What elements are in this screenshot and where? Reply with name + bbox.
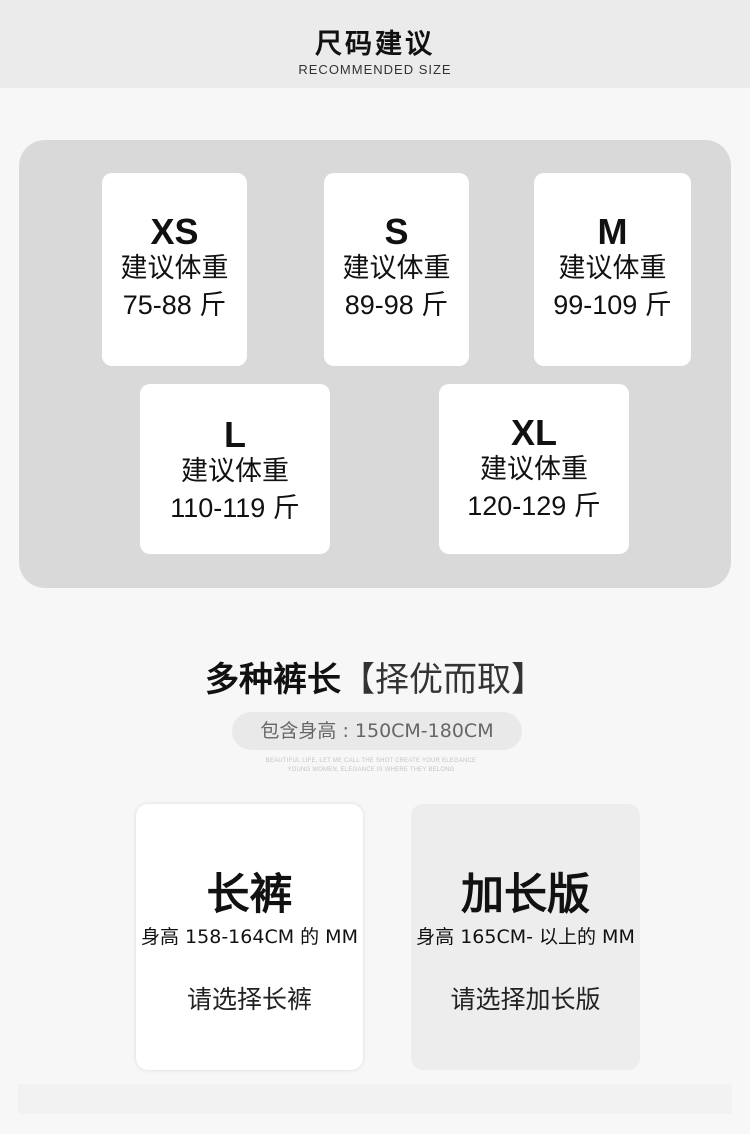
size-card-xl: XL 建议体重 120-129 斤 — [439, 384, 629, 554]
weight-label: 建议体重 — [120, 253, 229, 284]
select-long-pants-label[interactable]: 请选择长裤 — [186, 985, 312, 1014]
size-code: S — [384, 211, 409, 252]
weight-range: 99-109 斤 — [553, 290, 672, 320]
size-card-xs: XS 建议体重 75-88 斤 — [102, 173, 247, 366]
size-card-m: M 建议体重 99-109 斤 — [534, 173, 691, 366]
page-subtitle: RECOMMENDED SIZE — [298, 62, 452, 77]
size-card-l: L 建议体重 110-119 斤 — [140, 384, 330, 554]
size-card-s: S 建议体重 89-98 斤 — [324, 173, 469, 366]
weight-range: 89-98 斤 — [344, 290, 449, 320]
option-description: 身高 165CM- 以上的 MM — [416, 926, 635, 948]
header: 尺码建议 RECOMMENDED SIZE — [0, 0, 750, 88]
option-card-long-pants[interactable]: 长裤 身高 158-164CM 的 MM 请选择长裤 — [136, 804, 363, 1070]
option-description: 身高 158-164CM 的 MM — [141, 926, 358, 948]
option-title: 加长版 — [461, 870, 590, 920]
weight-label: 建议体重 — [181, 456, 289, 487]
size-code: L — [224, 414, 246, 455]
weight-label: 建议体重 — [480, 454, 588, 485]
weight-range: 75-88 斤 — [122, 290, 227, 320]
weight-label: 建议体重 — [342, 253, 451, 284]
footer-strip — [18, 1084, 732, 1114]
fine-print-line-2: YOUNG WOMEN, ELEGANCE IS WHERE THEY BELO… — [287, 767, 455, 773]
weight-label: 建议体重 — [558, 253, 667, 284]
height-range-pill: 包含身高 : 150CM-180CM — [232, 712, 522, 750]
size-code: XL — [510, 412, 557, 453]
size-code: XS — [150, 211, 199, 252]
section-title-bracket: 【择优而取】 — [341, 660, 545, 700]
fine-print-line-1: BEAUTIFUL LIFE, LET ME CALL THE SHOT CRE… — [265, 758, 477, 764]
option-card-extended[interactable]: 加长版 身高 165CM- 以上的 MM 请选择加长版 — [411, 804, 640, 1070]
section-title: 多种裤长【择优而取】 — [0, 652, 750, 701]
page-title: 尺码建议 — [315, 29, 435, 60]
weight-range: 120-129 斤 — [467, 491, 601, 521]
size-chart-panel: XS 建议体重 75-88 斤 S 建议体重 89-98 斤 M 建议体重 99… — [19, 140, 731, 588]
select-extended-label[interactable]: 请选择加长版 — [450, 985, 601, 1014]
weight-range: 110-119 斤 — [170, 493, 300, 523]
size-code: M — [597, 211, 628, 252]
option-title: 长裤 — [206, 870, 293, 920]
section-title-main: 多种裤长 — [205, 660, 341, 700]
